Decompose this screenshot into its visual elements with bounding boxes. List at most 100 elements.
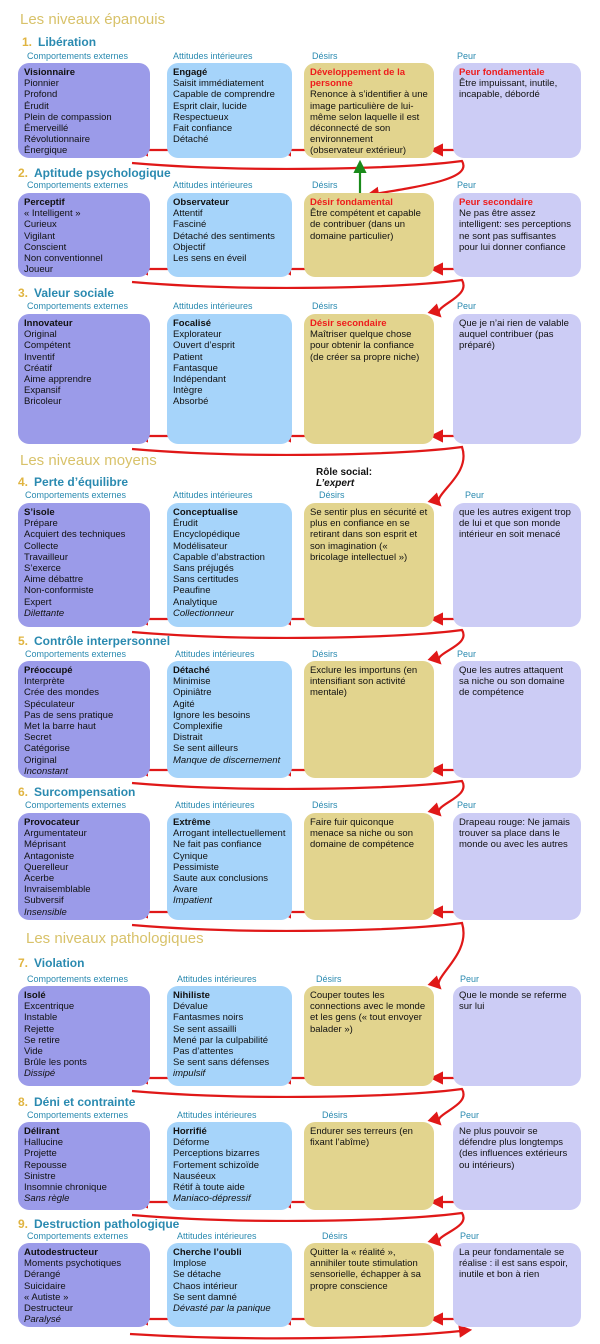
- box-item: Conscient: [24, 241, 67, 253]
- box-item: Implose: [173, 1258, 207, 1270]
- box-item: Prépare: [24, 518, 58, 530]
- column-header: Désirs: [312, 51, 338, 61]
- level-number: 2.: [18, 166, 29, 180]
- box-item: Invraisemblable: [24, 884, 91, 896]
- box-heading: Désir secondaire: [310, 318, 387, 329]
- fear-box: Ne plus pouvoir se défendre plus longtem…: [453, 1122, 581, 1210]
- box-tail: Dilettante: [24, 607, 65, 619]
- box-heading: Engagé: [173, 67, 208, 78]
- box-item: Rétif à toute aide: [173, 1182, 245, 1194]
- level-title: 3.Valeur sociale: [18, 286, 114, 300]
- box-item: Non-conformiste: [24, 585, 94, 597]
- fear-box: Que les autres attaquent sa niche ou son…: [453, 661, 581, 778]
- box-item: Perceptions bizarres: [173, 1148, 260, 1160]
- box-tail: Manque de discernement: [173, 754, 281, 766]
- column-header: Attitudes intérieures: [177, 974, 257, 984]
- level-title: 2.Aptitude psychologique: [18, 166, 171, 180]
- box-item: Non conventionnel: [24, 253, 103, 265]
- box-item: Chaos intérieur: [173, 1280, 238, 1292]
- column-header: Désirs: [312, 800, 338, 810]
- box-item: Dévalue: [173, 1001, 208, 1013]
- box-tail: Impatient: [173, 895, 213, 907]
- level-title-text: Valeur sociale: [34, 286, 115, 300]
- box-item: Dérangé: [24, 1269, 61, 1281]
- column-header: Attitudes intérieures: [175, 649, 255, 659]
- column-header: Peur: [457, 301, 477, 311]
- box-heading: Peur fondamentale: [459, 67, 545, 78]
- box-heading: Désir fondamental: [310, 197, 393, 208]
- box-item: Inventif: [24, 351, 55, 363]
- role-social-label: Rôle social:: [316, 467, 373, 478]
- box-item: Fortement schizoïde: [173, 1159, 260, 1171]
- box-text: Ne pas être assez intelligent: ses perce…: [459, 208, 571, 253]
- fear-box: Drapeau rouge: Ne jamais trouver sa plac…: [453, 813, 581, 920]
- column-header: Désirs: [312, 180, 338, 190]
- column-header: Attitudes intérieures: [173, 51, 253, 61]
- box-item: Pas de sens pratique: [24, 709, 114, 721]
- box-item: Sans certitudes: [173, 574, 239, 586]
- column-header: Peur: [460, 974, 480, 984]
- box-text: Que le monde se referme sur lui: [459, 990, 567, 1013]
- box-text: Renonce à s’identifier à une image parti…: [310, 89, 428, 157]
- box-text: Que les autres attaquent sa niche ou son…: [459, 665, 565, 699]
- box-item: Aime apprendre: [24, 374, 92, 386]
- group-heading-moyens: Les niveaux moyens: [20, 452, 157, 469]
- box-heading: Visionnaire: [24, 67, 76, 78]
- column-header: Peur: [457, 51, 477, 61]
- column-header: Désirs: [322, 1110, 348, 1120]
- column-header: Comportements externes: [27, 180, 129, 190]
- level-number: 7.: [18, 956, 29, 970]
- box-item: Saute aux conclusions: [173, 873, 269, 885]
- box-item: Les sens en éveil: [173, 253, 247, 265]
- box-item: Opiniâtre: [173, 687, 212, 699]
- box-item: Secret: [24, 732, 52, 744]
- box-item: Mené par la culpabilité: [173, 1034, 269, 1046]
- column-header: Attitudes intérieures: [173, 180, 253, 190]
- column-header: Comportements externes: [27, 51, 129, 61]
- column-header: Comportements externes: [27, 974, 129, 984]
- box-item: Joueur: [24, 264, 54, 276]
- box-item: Original: [24, 329, 57, 341]
- column-header: Peur: [457, 180, 477, 190]
- box-item: Objectif: [173, 241, 206, 253]
- box-item: Détaché: [173, 134, 209, 146]
- column-header: Désirs: [316, 974, 342, 984]
- box-item: Querelleur: [24, 861, 69, 873]
- column-header: Peur: [457, 800, 477, 810]
- box-item: Projette: [24, 1148, 57, 1160]
- box-heading: Innovateur: [24, 318, 73, 329]
- box-item: Créatif: [24, 362, 52, 374]
- box-item: Minimise: [173, 676, 211, 688]
- column-header: Peur: [457, 649, 477, 659]
- box-item: Se retire: [24, 1034, 60, 1046]
- box-heading: S’isole: [24, 507, 55, 518]
- box-item: Indépendant: [173, 374, 226, 386]
- box-item: Arrogant intellectuellement: [173, 828, 286, 840]
- box-item: Capable de comprendre: [173, 89, 275, 101]
- column-header: Comportements externes: [27, 1110, 129, 1120]
- level-title-text: Violation: [34, 956, 85, 970]
- box-item: Émerveillé: [24, 123, 69, 135]
- level-title: 5.Contrôle interpersonnel: [18, 634, 170, 648]
- box-tail: Inconstant: [24, 765, 68, 777]
- box-tail: Paralysé: [24, 1314, 61, 1326]
- box-item: Repousse: [24, 1159, 67, 1171]
- box-item: Fantasque: [173, 362, 218, 374]
- box-item: Intègre: [173, 385, 203, 397]
- box-item: Déforme: [173, 1137, 210, 1149]
- box-heading: Extrême: [173, 817, 211, 828]
- box-tail: Collectionneur: [173, 607, 234, 619]
- column-header: Comportements externes: [25, 800, 127, 810]
- box-item: Détaché des sentiments: [173, 230, 275, 242]
- box-item: « Intelligent »: [24, 208, 81, 220]
- box-heading: Focalisé: [173, 318, 212, 329]
- box-item: Interprète: [24, 676, 65, 688]
- role-social: Rôle social: L’expert: [316, 467, 372, 489]
- level-number: 1.: [22, 35, 33, 49]
- box-item: Spéculateur: [24, 698, 75, 710]
